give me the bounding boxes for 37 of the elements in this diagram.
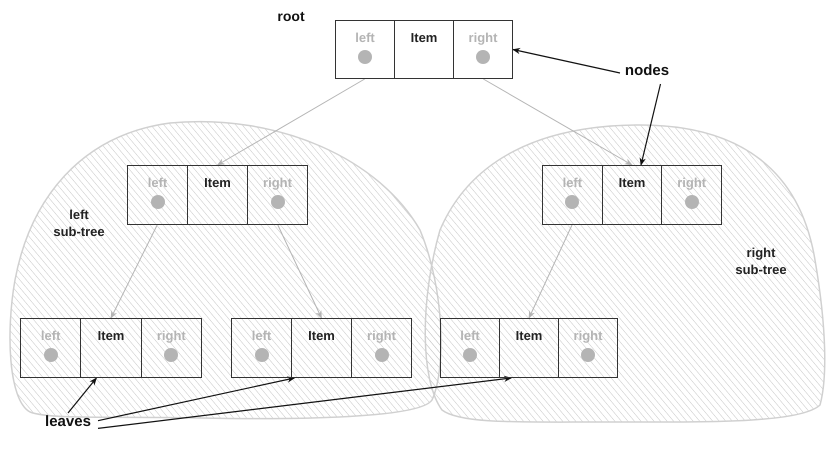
arrow: [482, 78, 633, 166]
record-box: [440, 318, 618, 378]
pointer-label: right: [156, 328, 186, 343]
pointer-label: right: [574, 328, 602, 343]
item-label: Item: [98, 328, 124, 343]
pointer-label: left: [252, 328, 272, 343]
region-label: right sub-tree: [734, 244, 788, 278]
arrow: [98, 376, 296, 422]
pointer-label: right: [367, 328, 396, 343]
arrow: [528, 224, 572, 319]
record-box: [127, 165, 308, 225]
item-label: Item: [308, 328, 335, 343]
item-label: Item: [516, 328, 542, 343]
pointer-label: left: [40, 328, 60, 343]
node-caption: root: [276, 8, 306, 26]
pointer-label: left: [562, 175, 582, 190]
record-box: [335, 20, 513, 79]
arrow: [68, 377, 97, 414]
record-box: [542, 165, 722, 225]
arrow: [512, 48, 620, 74]
pointer-label: left: [355, 30, 375, 45]
record-box: [231, 318, 412, 378]
region-label: left sub-tree: [52, 206, 106, 240]
item-label: Item: [204, 175, 231, 190]
record-box: [20, 318, 202, 378]
arrow: [98, 376, 512, 429]
pointer-label: right: [677, 175, 706, 190]
pointer-label: left: [148, 175, 168, 190]
pointer-label: right: [263, 175, 292, 190]
pointer-label: left: [460, 328, 480, 343]
item-label: Item: [618, 175, 646, 190]
arrow: [640, 84, 662, 166]
arrow: [216, 78, 366, 166]
callout-text: nodes: [620, 62, 674, 84]
pointer-label: right: [468, 30, 498, 45]
item-label: Item: [410, 30, 438, 45]
callout-text: leaves: [38, 413, 98, 435]
